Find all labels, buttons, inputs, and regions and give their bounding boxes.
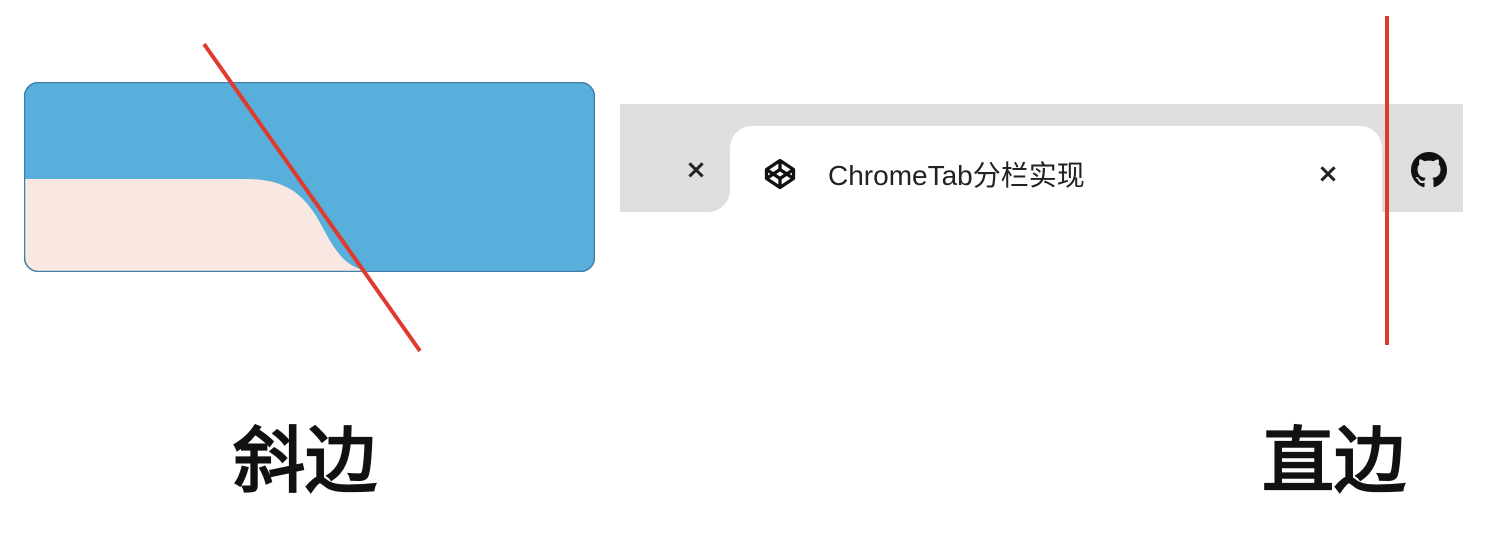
slanted-shape-illustration [24,82,595,272]
codepen-icon [764,158,796,190]
github-icon[interactable] [1411,152,1447,188]
slanted-edge-label: 斜边 [233,419,378,503]
active-tab[interactable]: ChromeTab分栏实现 × [730,126,1382,236]
inactive-tab-close-button[interactable]: × [685,155,707,185]
straight-edge-label: 直边 [1262,419,1407,503]
active-tab-left-curve [708,190,730,212]
tab-title: ChromeTab分栏实现 [828,160,1085,191]
active-tab-close-button[interactable]: × [1317,159,1339,189]
